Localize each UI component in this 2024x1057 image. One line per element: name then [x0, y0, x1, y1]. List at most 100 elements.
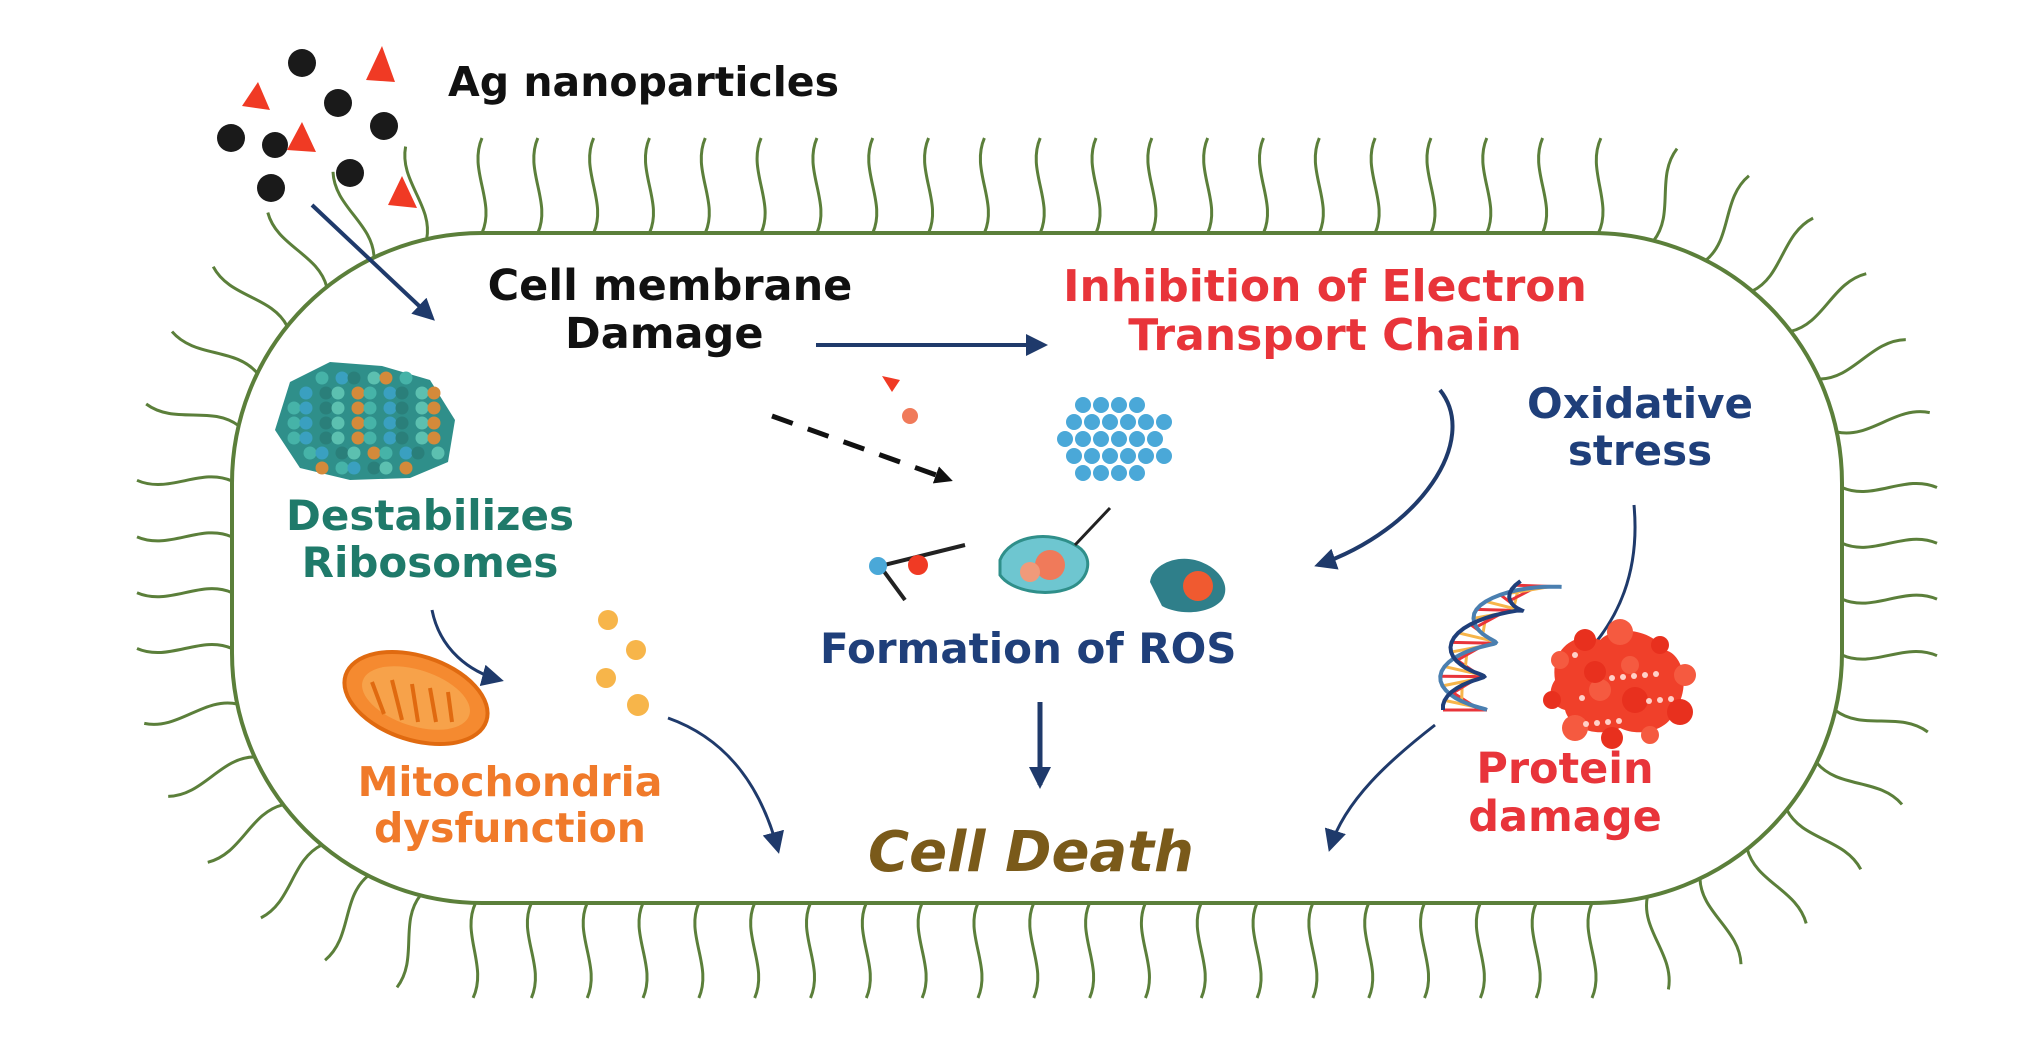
protein-clump-icon — [1543, 619, 1696, 749]
flagellum — [146, 404, 238, 426]
flagellum — [1752, 218, 1813, 291]
flagellum — [137, 477, 232, 485]
flagellum — [1817, 763, 1902, 805]
label-protein-line2: damage — [1450, 793, 1680, 841]
flagellum — [1842, 483, 1937, 491]
flagellum — [639, 903, 647, 998]
flagellum — [1309, 903, 1317, 998]
flagellum — [1596, 138, 1603, 233]
flagellum — [1791, 274, 1867, 332]
flagellum — [1532, 903, 1540, 998]
flagellum — [1086, 903, 1094, 998]
flagellum — [208, 805, 284, 863]
flagellum — [1842, 651, 1937, 659]
ros-molecules-icon — [869, 376, 1225, 612]
flagellum — [1646, 897, 1669, 990]
flagellum — [534, 138, 542, 233]
flagellum — [144, 703, 237, 724]
flagellum — [137, 533, 232, 541]
label-oxidative-line1: Oxidative — [1510, 380, 1770, 427]
flagellum — [1420, 903, 1428, 998]
flagellum — [168, 757, 254, 796]
flagellum — [325, 876, 368, 961]
flagellum — [1371, 138, 1379, 233]
label-etc-line1: Inhibition of Electron — [1045, 262, 1605, 311]
flagellum — [1092, 138, 1100, 233]
label-cell-death: Cell Death — [868, 822, 1194, 885]
ribosome-icon — [275, 362, 455, 480]
flagellum — [1588, 903, 1596, 998]
label-membrane-damage: Cell membrane Damage — [470, 262, 870, 358]
flagellum — [1315, 138, 1323, 233]
flagellum — [1148, 138, 1156, 233]
label-formation-of-ros: Formation of ROS — [820, 625, 1237, 672]
metabolite-dots-icon — [596, 610, 649, 716]
label-ribosomes-line2: Ribosomes — [270, 539, 590, 586]
flagellum — [806, 903, 814, 998]
flagellum — [1819, 340, 1905, 379]
flagellum — [862, 903, 870, 998]
flagellum — [137, 644, 232, 652]
flagellum — [695, 903, 703, 998]
flagellum — [1842, 539, 1937, 547]
flagellum — [757, 138, 765, 233]
flagellum — [268, 213, 327, 287]
arrow-dna-to-death — [1330, 725, 1435, 848]
label-mito-line2: dysfunction — [340, 806, 680, 852]
flagellum — [172, 332, 257, 374]
arrow-particles-to-membrane — [312, 205, 432, 318]
flagellum — [1837, 412, 1930, 433]
label-etc-line2: Transport Chain — [1045, 311, 1605, 360]
flagellum — [590, 138, 598, 233]
flagellum — [478, 138, 486, 233]
label-protein-line1: Protein — [1450, 745, 1680, 793]
flagellum — [1476, 903, 1484, 998]
label-inhibition-etc: Inhibition of Electron Transport Chain — [1045, 262, 1605, 361]
flagellum — [1204, 138, 1212, 233]
flagellum — [1427, 138, 1435, 233]
flagellum — [1365, 903, 1373, 998]
flagellum — [1483, 138, 1491, 233]
flagellum — [974, 903, 982, 998]
flagellum — [1835, 710, 1927, 732]
flagellum — [1706, 176, 1749, 261]
flagellum — [527, 903, 535, 998]
label-membrane-line1: Cell membrane — [470, 262, 870, 310]
flagellum — [1747, 849, 1806, 923]
label-mitochondria-dysfunction: Mitochondria dysfunction — [340, 760, 680, 852]
flagellum — [980, 138, 988, 233]
label-mito-line1: Mitochondria — [340, 760, 680, 806]
mitochondria-icon — [333, 635, 500, 761]
arrow-mito-to-death — [668, 718, 778, 850]
label-oxidative-stress: Oxidative stress — [1510, 380, 1770, 474]
label-oxidative-line2: stress — [1510, 427, 1770, 474]
flagellum — [701, 138, 709, 233]
label-protein-damage: Protein damage — [1450, 745, 1680, 841]
dna-helix-icon — [1440, 581, 1561, 710]
label-membrane-line2: Damage — [470, 310, 870, 358]
label-ribosomes-line1: Destabilizes — [270, 492, 590, 539]
flagellum — [213, 267, 287, 327]
flagellum — [1253, 903, 1261, 998]
flagellum — [1036, 138, 1044, 233]
title-ag-nanoparticles: Ag nanoparticles — [448, 60, 839, 106]
flagellum — [397, 895, 420, 987]
flagellum — [471, 903, 478, 998]
flagellum — [1259, 138, 1267, 233]
flagellum — [918, 903, 926, 998]
label-destabilizes-ribosomes: Destabilizes Ribosomes — [270, 492, 590, 586]
flagellum — [1842, 595, 1937, 603]
arrow-membrane-to-ros-dashed — [772, 416, 950, 480]
flagellum — [869, 138, 877, 233]
flagellum — [1197, 903, 1205, 998]
flagellum — [925, 138, 933, 233]
flagellum — [1539, 138, 1547, 233]
flagellum — [1787, 810, 1861, 870]
flagellum — [1141, 903, 1149, 998]
flagellum — [583, 903, 591, 998]
flagellum — [813, 138, 821, 233]
flagellum — [751, 903, 759, 998]
flagellum — [1030, 903, 1038, 998]
flagellum — [1654, 149, 1677, 241]
